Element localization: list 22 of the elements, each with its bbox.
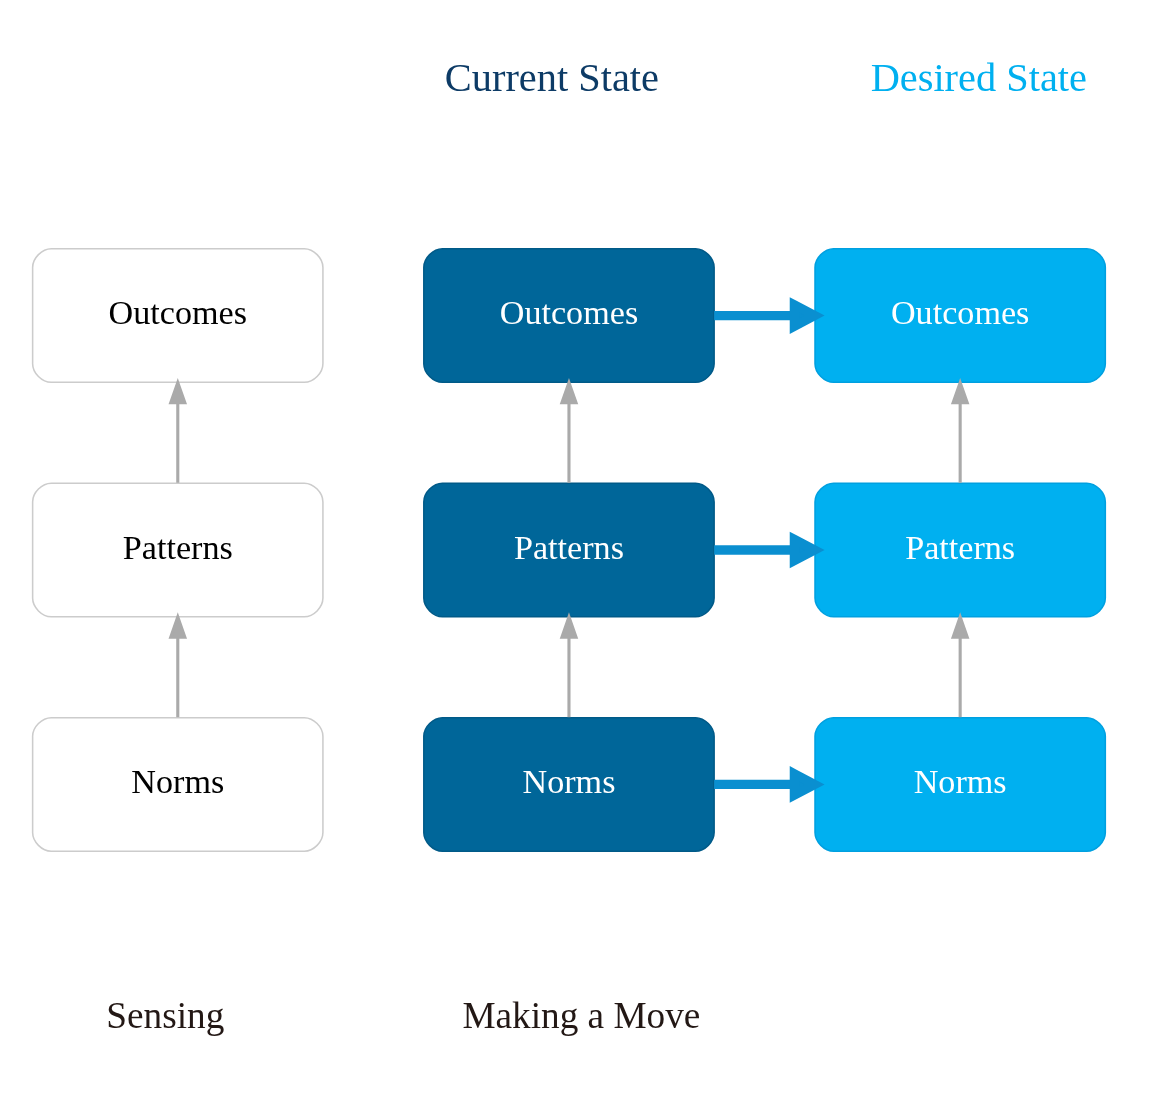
arrow — [559, 612, 579, 718]
arrow — [714, 766, 825, 803]
label: Making a Move — [462, 995, 701, 1037]
arrow — [714, 297, 825, 334]
label: Current State — [444, 54, 659, 100]
label: Desired State — [870, 54, 1087, 100]
label: Sensing — [106, 995, 225, 1037]
node-box: Outcomes — [814, 248, 1107, 384]
node-box: Patterns — [423, 482, 715, 618]
node-box: Patterns — [31, 482, 324, 618]
node-box: Norms — [31, 716, 324, 852]
arrow — [559, 377, 579, 483]
node-box: Norms — [423, 716, 715, 852]
node-box: Outcomes — [31, 248, 324, 384]
arrow — [950, 377, 970, 483]
arrow — [714, 531, 825, 569]
node-box: Norms — [814, 716, 1107, 852]
node-box: Outcomes — [423, 248, 715, 384]
node-box: Patterns — [814, 482, 1107, 618]
arrow — [168, 377, 188, 483]
arrow — [950, 612, 970, 718]
arrow — [168, 612, 188, 718]
